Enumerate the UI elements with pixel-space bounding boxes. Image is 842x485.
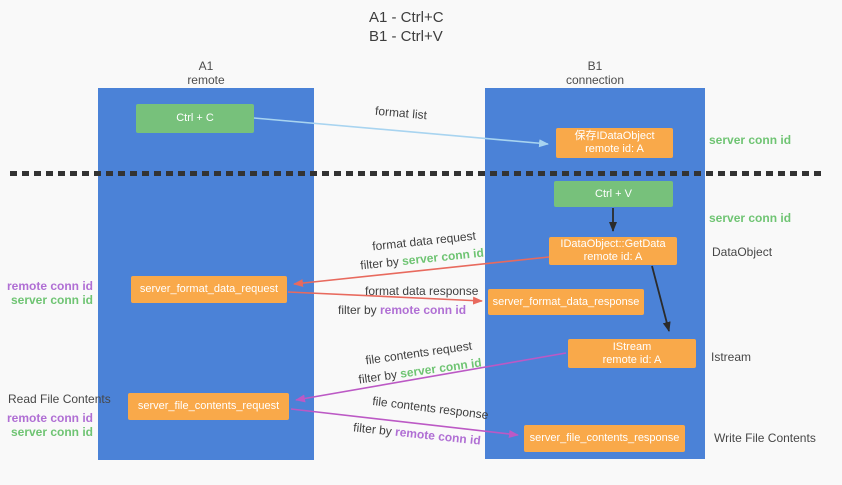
annotation-dataobject: DataObject [712,245,773,259]
annotation-write-file-contents: Write File Contents [714,431,816,445]
title-line-b1: B1 - Ctrl+V [369,28,443,45]
diagram-title: A1 - Ctrl+C B1 - Ctrl+V [369,8,444,46]
lane-header-a1: A1 remote [98,59,314,87]
annotation-server-conn-id-left-2: server conn id [10,425,93,439]
node-ctrl-c-label: Ctrl + C [176,112,214,124]
node-istream-line2: remote id: A [602,353,662,366]
node-ctrl-v-label: Ctrl + V [595,187,632,200]
flow-label-filter-remote-2: filter by remote conn id [353,420,482,447]
node-format-response-label: server_format_data_response [492,295,640,308]
node-server-format-data-response: server_format_data_response [488,289,644,315]
annotation-read-file-contents: Read File Contents [8,392,111,406]
flow-label-filter-remote-1: filter by remote conn id [338,303,466,317]
lane-a1-subtitle: remote [187,73,225,87]
node-ctrl-c: Ctrl + C [136,104,254,133]
filter-remote-conn-id-2: remote conn id [394,424,482,448]
filter-by-text-4: filter by [352,420,396,439]
node-save-idataobject-line2: remote id: A [585,143,644,155]
flow-label-format-data-response: format data response [365,284,479,298]
lane-b1-name: B1 [587,59,603,73]
node-server-file-contents-request: server_file_contents_request [128,393,289,420]
node-ctrl-v: Ctrl + V [554,181,673,207]
node-save-idataobject: 保存IDataObject remote id: A [556,128,673,158]
lane-b1-subtitle: connection [565,73,625,87]
node-getdata-line2: remote id: A [583,251,643,263]
node-istream: IStream remote id: A [568,339,696,368]
flow-label-file-contents-response: file contents response [371,393,490,423]
node-save-idataobject-line1: 保存IDataObject [574,130,655,142]
annotation-server-conn-id-top: server conn id [709,133,792,147]
node-server-format-data-request: server_format_data_request [131,276,287,303]
node-server-file-contents-response: server_file_contents_response [524,425,685,452]
node-format-request-label: server_format_data_request [139,283,279,295]
annotation-server-conn-id-mid: server conn id [709,211,792,225]
flow-label-format-list: format list [374,103,428,123]
annotation-server-conn-id-left-1: server conn id [10,293,93,307]
annotation-remote-conn-id-2: remote conn id [6,411,93,425]
annotation-remote-conn-id-1: remote conn id [6,279,93,293]
filter-by-text-1: filter by [359,254,403,273]
node-idataobject-getdata: IDataObject::GetData remote id: A [549,237,677,265]
lane-header-b1: B1 connection [485,59,705,87]
node-istream-line1: IStream [612,340,652,353]
title-line-a1: A1 - Ctrl+C [369,9,444,26]
node-getdata-line1: IDataObject::GetData [560,238,666,250]
filter-by-text-2: filter by [338,303,381,317]
filter-by-text-3: filter by [357,366,402,387]
lane-a1-name: A1 [198,59,214,73]
node-file-response-label: server_file_contents_response [529,432,680,444]
filter-remote-conn-id-1: remote conn id [380,303,467,317]
node-file-request-label: server_file_contents_request [137,400,280,412]
annotation-istream: Istream [711,350,752,364]
machine-boundary-dotted-line [10,171,824,176]
